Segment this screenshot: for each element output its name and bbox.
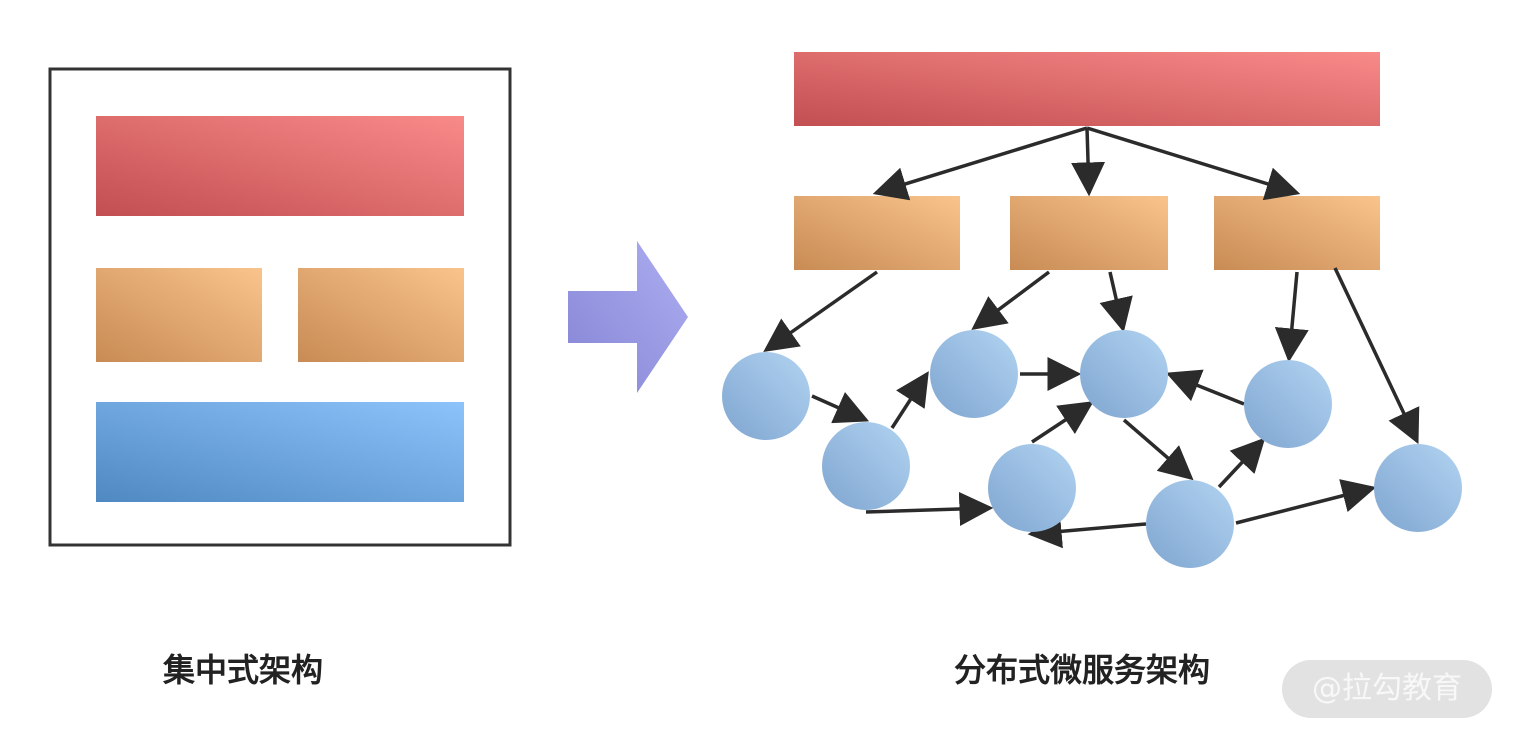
monolith-frame [48, 67, 512, 547]
edge-n6-n4 [1031, 401, 1094, 444]
monolith-module-left [96, 268, 262, 362]
edge-group3-n5 [1274, 271, 1309, 363]
service-nodes [722, 330, 1462, 568]
service-node-9 [1374, 444, 1462, 532]
service-edges [763, 126, 1420, 549]
microservice-caption: 分布式微服务架构 [954, 651, 1211, 689]
edge-n7-n5 [1217, 437, 1266, 489]
monolith-module-right [298, 268, 464, 362]
service-group-3 [1214, 196, 1380, 270]
centralized-architecture [48, 67, 512, 547]
gateway-layer [794, 52, 1380, 126]
edge-n1-n2 [811, 392, 870, 424]
edge-gateway-group1 [872, 126, 1088, 201]
edge-n2-n6 [865, 491, 994, 526]
microservice-architecture [722, 52, 1462, 568]
edge-n2-n3 [890, 371, 929, 429]
service-node-7 [1146, 480, 1234, 568]
service-node-2 [822, 422, 910, 510]
edge-n5-n4 [1165, 369, 1245, 406]
service-node-6 [988, 444, 1076, 532]
edge-gateway-group2 [1071, 127, 1106, 197]
edge-n7-n6 [1027, 514, 1147, 549]
service-node-3 [930, 330, 1018, 418]
edge-gateway-group3 [1086, 126, 1301, 201]
centralized-caption: 集中式架构 [163, 651, 324, 689]
edge-n7-n9 [1235, 479, 1377, 525]
edge-group3-n9 [1333, 267, 1420, 445]
service-node-1 [722, 352, 810, 440]
service-node-4 [1080, 330, 1168, 418]
service-node-5 [1244, 360, 1332, 448]
edge-group1-n1 [763, 270, 879, 352]
edge-n4-n7 [1122, 418, 1194, 481]
edge-group2-n4 [1099, 271, 1133, 333]
monolith-data-layer [96, 402, 464, 502]
edge-group2-n3 [971, 270, 1051, 331]
service-group-2 [1010, 196, 1168, 270]
watermark-badge: @拉勾教育 [1282, 660, 1492, 718]
monolith-top-layer [96, 116, 464, 216]
service-group-1 [794, 196, 960, 270]
transition-arrow [568, 241, 688, 393]
